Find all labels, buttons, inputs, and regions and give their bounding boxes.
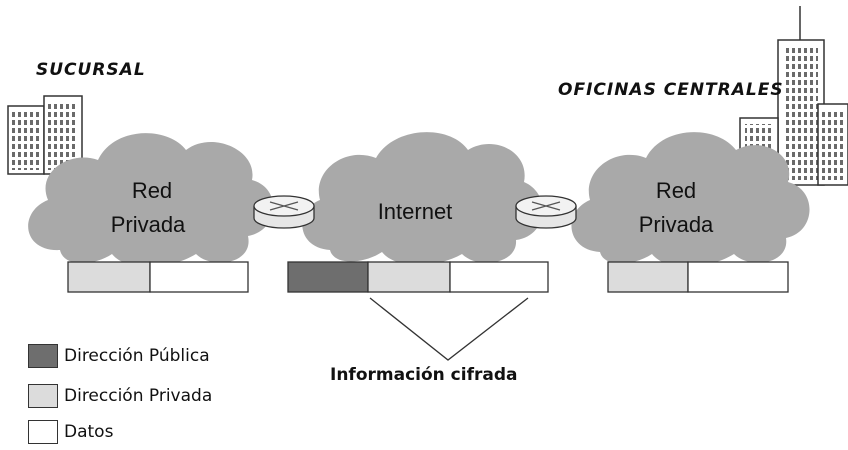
packet-private-address — [607, 261, 689, 293]
legend-label-private: Dirección Privada — [64, 386, 213, 406]
packet-private-address — [367, 261, 451, 293]
hq-label: OFICINAS CENTRALES — [558, 80, 784, 100]
legend-swatch-private — [28, 384, 58, 408]
cloud-right-line1: Red — [656, 178, 696, 203]
legend-swatch-data — [28, 420, 58, 444]
legend-item-private-address: Dirección Privada — [28, 384, 212, 408]
legend-item-public-address: Dirección Pública — [28, 344, 210, 368]
legend-label-data: Datos — [64, 422, 114, 442]
cloud-left: Red Privada — [28, 133, 274, 267]
legend-item-data: Datos — [28, 420, 113, 444]
packet-center — [287, 261, 549, 293]
packet-right — [607, 261, 789, 293]
packet-public-address — [287, 261, 369, 293]
packet-left — [67, 261, 249, 293]
legend-swatch-public — [28, 344, 58, 368]
router-icon — [253, 195, 315, 229]
packet-data — [149, 261, 249, 293]
cloud-right-line2: Privada — [639, 212, 714, 237]
cloud-left-line1: Red — [132, 178, 172, 203]
packet-data — [687, 261, 789, 293]
encrypted-bracket — [369, 297, 529, 361]
packet-data — [449, 261, 549, 293]
branch-label: SUCURSAL — [36, 60, 146, 80]
packet-private-address — [67, 261, 151, 293]
cloud-right: Red Privada — [571, 132, 810, 267]
encrypted-info-caption: Información cifrada — [330, 365, 518, 385]
router-icon — [515, 195, 577, 229]
cloud-left-line2: Privada — [111, 212, 186, 237]
cloud-center-label: Internet — [378, 199, 453, 224]
legend-label-public: Dirección Pública — [64, 346, 210, 366]
cloud-center: Internet — [302, 132, 543, 265]
